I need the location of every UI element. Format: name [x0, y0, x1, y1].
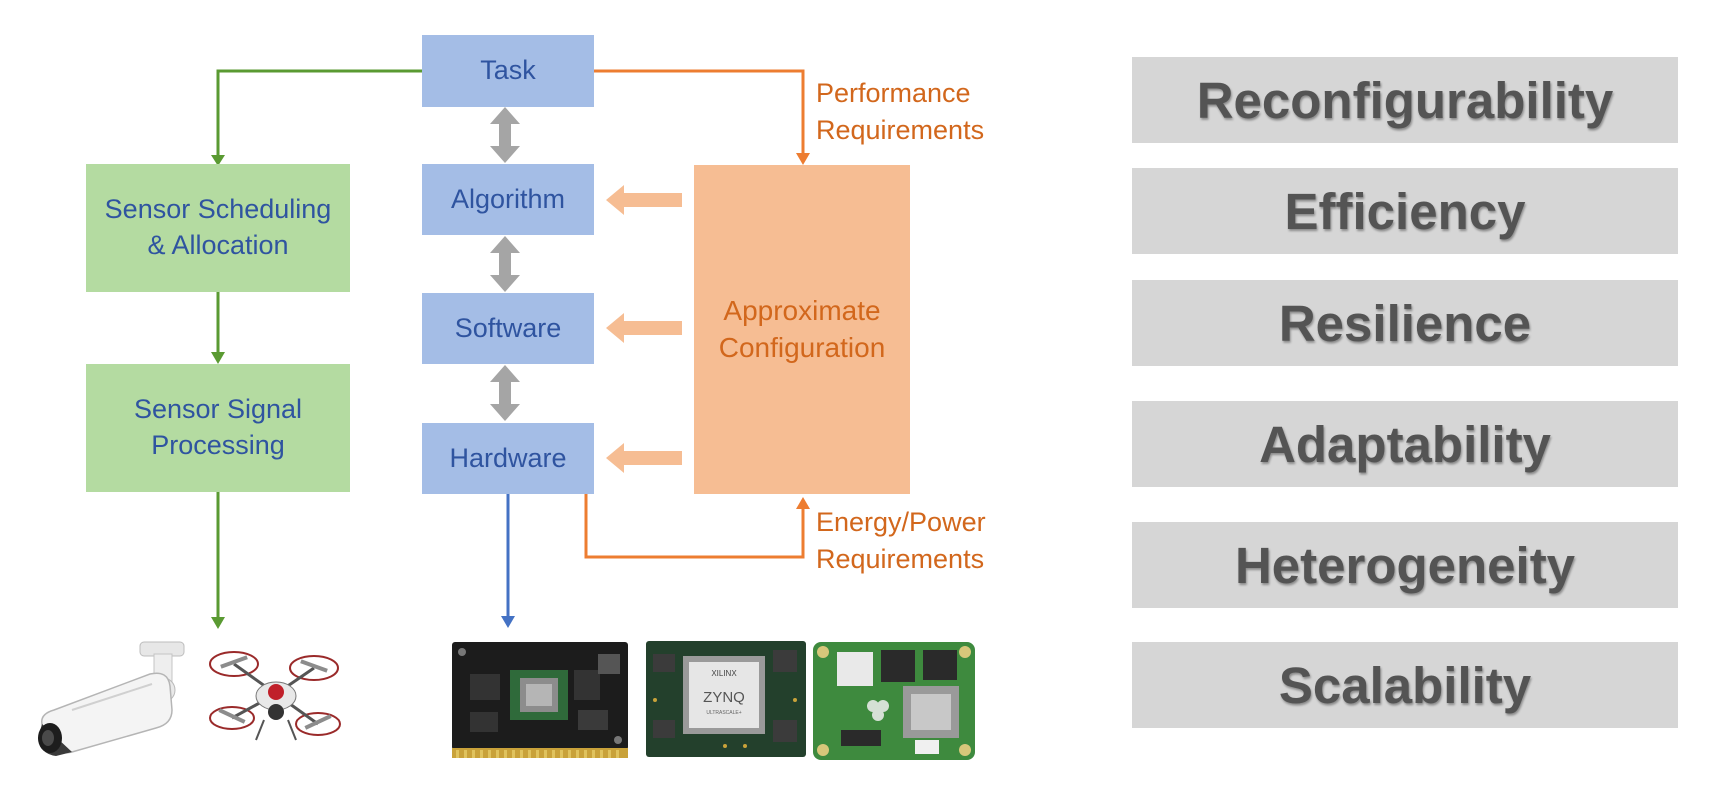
raspberry-pi-compute-module-icon [813, 642, 975, 760]
blue-arrowhead [501, 616, 515, 628]
performance-requirements-label: Performance Requirements [816, 75, 984, 149]
drone-icon [209, 651, 341, 741]
green-arrowhead-2 [211, 352, 225, 364]
orange-arrowhead-bottom [796, 497, 810, 509]
property-resilience-label: Resilience [1278, 294, 1532, 352]
hardware-box: Hardware [422, 423, 594, 494]
performance-req-line2: Requirements [816, 115, 985, 145]
software-box: Software [422, 293, 594, 364]
sensor-signal-line1: Sensor Signal [133, 394, 303, 425]
energy-requirements-label: Energy/Power Requirements [816, 504, 986, 578]
green-connector-task [216, 69, 422, 160]
double-arrow-software-hardware [490, 365, 520, 421]
orange-connector-performance [594, 69, 805, 158]
sensor-signal-box: Sensor Signal Processing [86, 364, 350, 492]
task-label: Task [480, 55, 536, 86]
green-arrowhead-3 [211, 617, 225, 629]
approx-config-line2: Configuration [718, 331, 886, 363]
zynq-board-icon: XILINX ZYNQ ULTRASCALE+ [646, 641, 806, 757]
orange-connector-energy [584, 494, 805, 559]
ultrascale-text: ULTRASCALE+ [706, 710, 741, 716]
property-heterogeneity: Heterogeneity [1132, 522, 1678, 608]
sensor-scheduling-line1: Sensor Scheduling [104, 194, 332, 225]
double-arrow-task-algorithm [490, 107, 520, 163]
property-scalability-label: Scalability [1278, 656, 1532, 714]
security-camera-icon [38, 641, 185, 756]
performance-req-line1: Performance [816, 78, 971, 108]
approx-config-line1: Approximate [723, 294, 881, 326]
software-label: Software [454, 312, 562, 343]
jetson-board-icon [452, 642, 628, 758]
sensor-scheduling-line2: & Allocation [147, 230, 289, 260]
task-box: Task [422, 35, 594, 107]
block-arrow-algorithm [606, 185, 682, 215]
zynq-text: ZYNQ [703, 689, 745, 706]
property-efficiency-label: Efficiency [1284, 182, 1526, 240]
property-reconfigurability-label: Reconfigurability [1196, 71, 1614, 129]
hardware-label: Hardware [449, 442, 567, 473]
property-adaptability-label: Adaptability [1259, 415, 1551, 473]
property-reconfigurability: Reconfigurability [1132, 57, 1678, 143]
approximate-configuration-box: Approximate Configuration [694, 165, 910, 494]
double-arrow-algorithm-software [490, 236, 520, 292]
property-scalability: Scalability [1132, 642, 1678, 728]
property-resilience: Resilience [1132, 280, 1678, 366]
block-arrow-software [606, 313, 682, 343]
energy-req-line1: Energy/Power [816, 507, 986, 537]
energy-req-line2: Requirements [816, 544, 985, 574]
property-efficiency: Efficiency [1132, 168, 1678, 254]
property-heterogeneity-label: Heterogeneity [1234, 536, 1576, 594]
block-arrow-hardware [606, 443, 682, 473]
sensor-scheduling-box: Sensor Scheduling & Allocation [86, 164, 350, 292]
algorithm-label: Algorithm [450, 183, 566, 214]
green-arrowhead-1 [211, 155, 225, 166]
property-adaptability: Adaptability [1132, 401, 1678, 487]
algorithm-box: Algorithm [422, 164, 594, 235]
xilinx-text: XILINX [711, 669, 737, 678]
sensor-signal-line2: Processing [151, 430, 285, 460]
orange-arrowhead-top [796, 153, 810, 165]
